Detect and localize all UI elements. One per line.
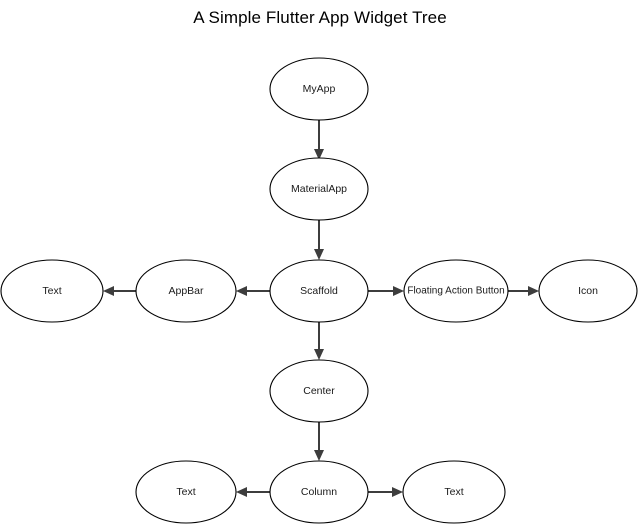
node-text-left[interactable]: Text <box>135 460 237 524</box>
node-materialapp[interactable]: MaterialApp <box>269 157 369 221</box>
edge-column-text-left <box>236 487 270 497</box>
node-text-right[interactable]: Text <box>402 460 506 524</box>
node-icon[interactable]: Icon <box>538 259 638 323</box>
node-scaffold[interactable]: Scaffold <box>269 259 369 323</box>
node-column[interactable]: Column <box>269 460 369 524</box>
edge-scaffold-fab <box>368 286 404 296</box>
node-appbar[interactable]: AppBar <box>135 259 237 323</box>
node-label-appbar: AppBar <box>168 285 204 297</box>
edge-scaffold-center <box>314 322 324 360</box>
node-label-scaffold: Scaffold <box>300 285 338 297</box>
node-label-text-left: Text <box>176 486 195 498</box>
node-layer: MyApp MaterialApp Scaffold AppBar Text F <box>0 57 638 524</box>
node-label-text-appbar: Text <box>42 285 61 297</box>
node-label-icon: Icon <box>578 285 598 297</box>
node-label-center: Center <box>303 385 335 397</box>
edge-appbar-text <box>103 286 136 296</box>
page-title: A Simple Flutter App Widget Tree <box>193 8 447 27</box>
edge-layer <box>103 120 539 497</box>
edge-center-column <box>314 422 324 461</box>
node-label-myapp: MyApp <box>303 83 336 95</box>
node-label-materialapp: MaterialApp <box>291 183 347 195</box>
edge-column-text-right <box>368 487 403 497</box>
edge-myapp-materialapp <box>314 120 324 160</box>
edge-scaffold-appbar <box>236 286 270 296</box>
node-label-column: Column <box>301 486 337 498</box>
node-myapp[interactable]: MyApp <box>269 57 369 121</box>
edge-fab-icon <box>508 286 539 296</box>
node-floating-action-button[interactable]: Floating Action Button <box>403 259 509 323</box>
node-label-text-right: Text <box>444 486 463 498</box>
node-center[interactable]: Center <box>269 359 369 423</box>
node-label-floating-action-button: Floating Action Button <box>407 286 504 297</box>
edge-materialapp-scaffold <box>314 220 324 260</box>
node-text-appbar[interactable]: Text <box>0 259 104 323</box>
